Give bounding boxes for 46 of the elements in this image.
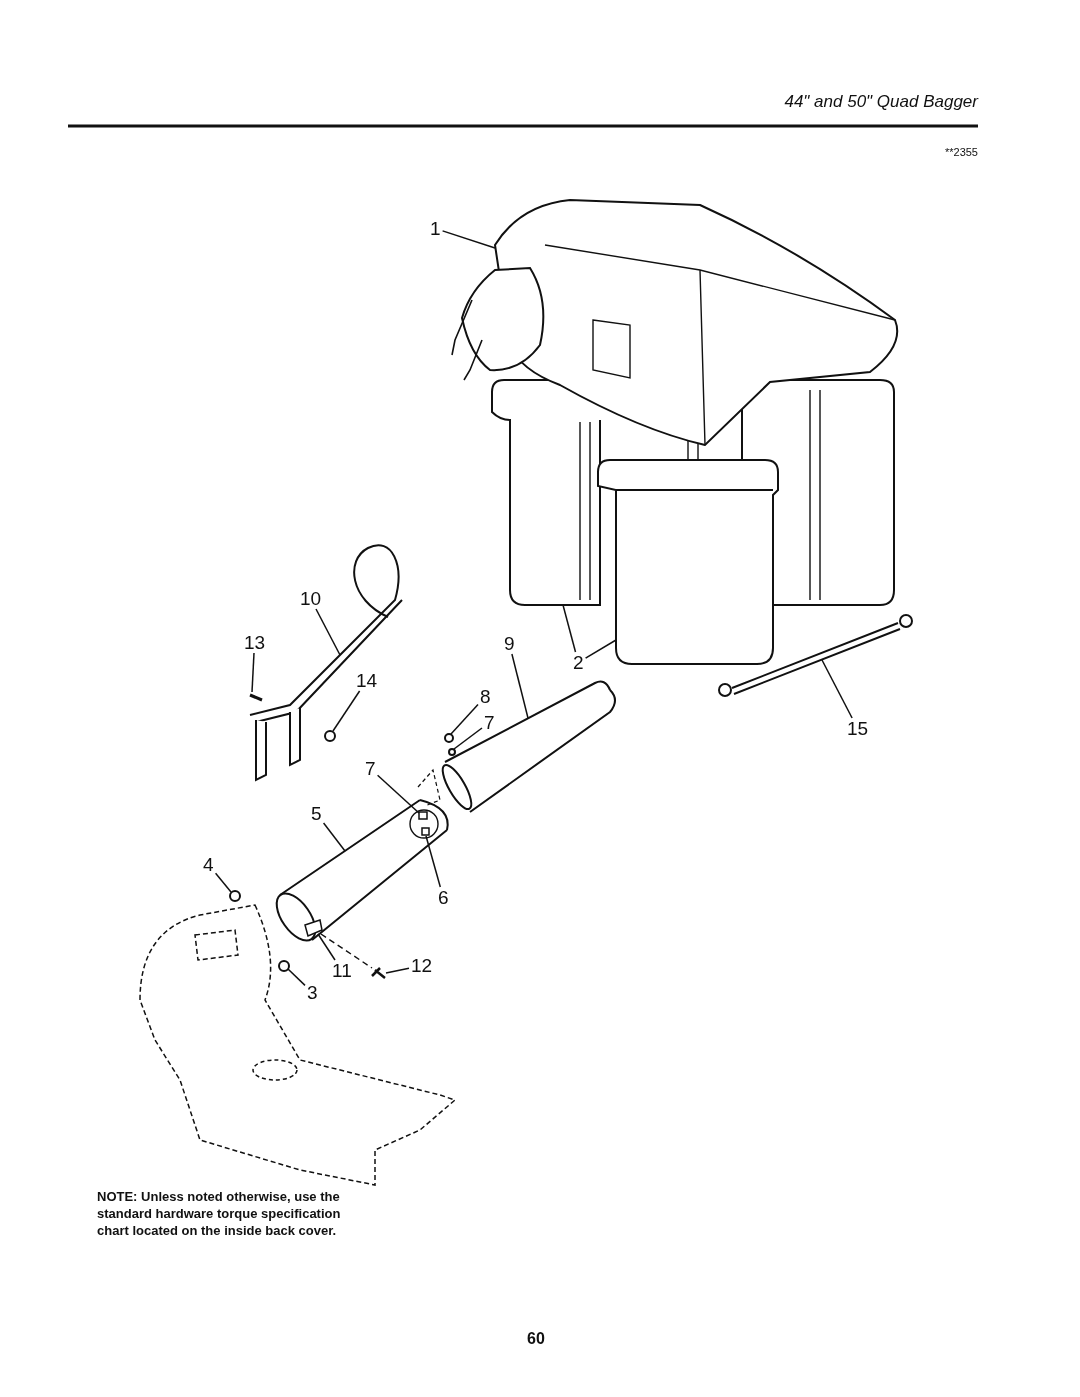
callout-number: 6 [438,887,449,908]
leader-line [287,968,306,987]
callout-number: 3 [307,982,318,1003]
callout-number: 2 [573,652,584,673]
callout-number: 13 [244,632,266,653]
leader-line [453,727,483,750]
grass-bin-drawing [597,459,779,665]
screw-icon [278,960,290,972]
leader-line [385,967,410,974]
leader-line [441,230,496,249]
leader-line [317,933,336,961]
leader-line [584,639,617,659]
callout-number: 14 [356,670,378,691]
callout-number: 9 [504,633,515,654]
leader-line [315,608,341,656]
reference-number: **2355 [944,146,978,158]
dashed-line [320,933,373,969]
support-rod-drawing [718,614,913,697]
callout-number: 8 [480,686,491,707]
bagger-hood-drawing [451,199,899,446]
callout-number: 11 [332,960,352,981]
note-text: NOTE: Unless noted otherwise, use the standard hardware torque specification chart located on the inside back cover. [97,1188,342,1239]
leader-line [511,653,529,719]
callout-number: 1 [430,218,441,239]
screw-icon [229,890,241,902]
page-header: 44" and 50" Quad Bagger [784,92,978,112]
callout-number: 10 [300,588,322,609]
screw-icon [370,966,387,980]
callout-number: 7 [484,712,495,733]
callout-number: 5 [311,803,322,824]
leader-line [425,835,442,888]
leader-line [214,872,232,893]
callout-number: 7 [365,758,376,779]
leader-line [450,703,479,735]
grass-bin-drawing [491,391,601,606]
leader-line [332,690,361,732]
leader-line [322,822,346,852]
chute-tube-drawing [441,680,616,813]
leader-line [562,604,577,653]
leader-line [251,652,255,693]
leader-line [376,774,420,814]
page-number: 60 [527,1330,545,1348]
leader-line [821,659,853,719]
callout-number: 4 [203,854,214,875]
callout-number: 12 [411,955,433,976]
callout-number: 15 [847,718,869,739]
